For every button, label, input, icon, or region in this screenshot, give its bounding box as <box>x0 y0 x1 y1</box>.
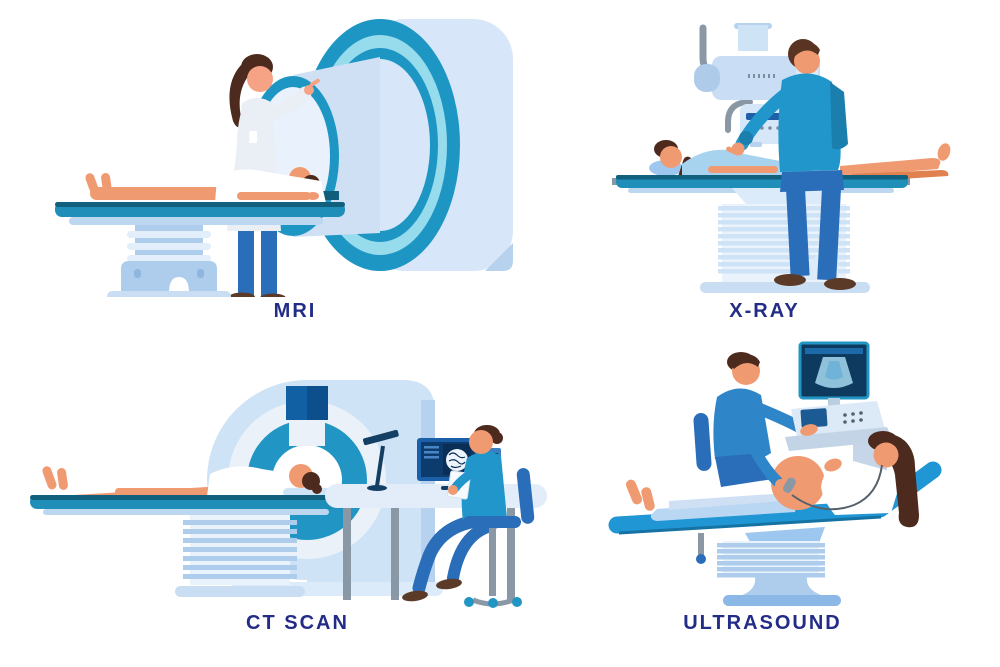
ultrasound-pedestal <box>717 527 841 606</box>
mri-machine <box>247 19 513 271</box>
ultrasound-probe-arm <box>739 423 883 511</box>
ultrasound-console <box>785 401 893 451</box>
ct-illustration <box>30 380 547 608</box>
xray-technician <box>726 39 856 290</box>
xray-table <box>612 175 910 293</box>
panel-label-ct: CT SCAN <box>246 612 349 634</box>
mri-table <box>55 202 345 297</box>
ct-nurse <box>402 425 535 608</box>
mri-illustration <box>55 19 513 297</box>
xray-illustration <box>612 23 951 293</box>
ct-table <box>30 495 352 597</box>
panel-label-ultrasound: ULTRASOUND <box>683 612 842 634</box>
ultrasound-illustration <box>608 341 942 606</box>
ultrasound-stool <box>693 413 712 564</box>
panel-label-mri: MRI <box>273 300 317 322</box>
mri-patient-body <box>85 169 326 203</box>
panel-label-xray: X-RAY <box>729 300 800 322</box>
